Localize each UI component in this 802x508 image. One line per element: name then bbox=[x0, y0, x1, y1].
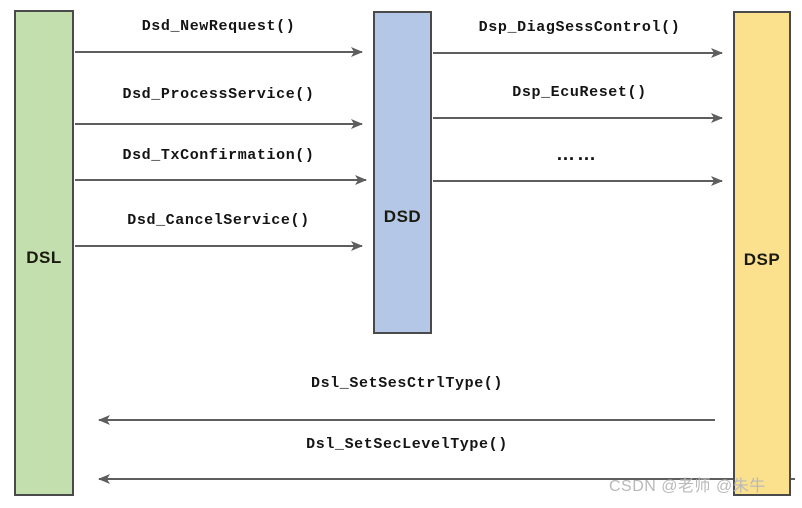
lane-dsl[interactable]: DSL bbox=[14, 10, 74, 496]
lane-dsp-label: DSP bbox=[743, 249, 781, 269]
message-label-dsp-ellipsis: …… bbox=[556, 144, 598, 165]
message-label-dsp-ecureset: Dsp_EcuReset() bbox=[512, 84, 647, 101]
arrow-dsd-to-dsp-group bbox=[433, 48, 723, 186]
message-label-dsd-txconfirmation: Dsd_TxConfirmation() bbox=[122, 147, 315, 164]
message-label-dsd-processservice: Dsd_ProcessService() bbox=[122, 86, 315, 103]
message-label-dsd-cancelservice: Dsd_CancelService() bbox=[127, 212, 310, 229]
lane-dsp[interactable]: DSP bbox=[733, 11, 791, 496]
lane-dsl-label: DSL bbox=[26, 248, 62, 267]
lane-dsd[interactable]: DSD bbox=[373, 11, 432, 334]
message-label-dsd-newrequest: Dsd_NewRequest() bbox=[141, 18, 296, 35]
message-label-dsl-setsesctrltype: Dsl_SetSesCtrlType() bbox=[310, 375, 504, 392]
arrow-dsp-to-dsl-group bbox=[98, 415, 795, 484]
lane-dsd-label: DSD bbox=[383, 206, 422, 226]
message-label-dsl-setseclevltype: Dsl_SetSecLevelType() bbox=[306, 436, 508, 453]
message-label-dsp-diagsesscontrol: Dsp_DiagSessControl() bbox=[478, 19, 681, 36]
arrow-dsl-to-dsd-group bbox=[75, 47, 367, 251]
